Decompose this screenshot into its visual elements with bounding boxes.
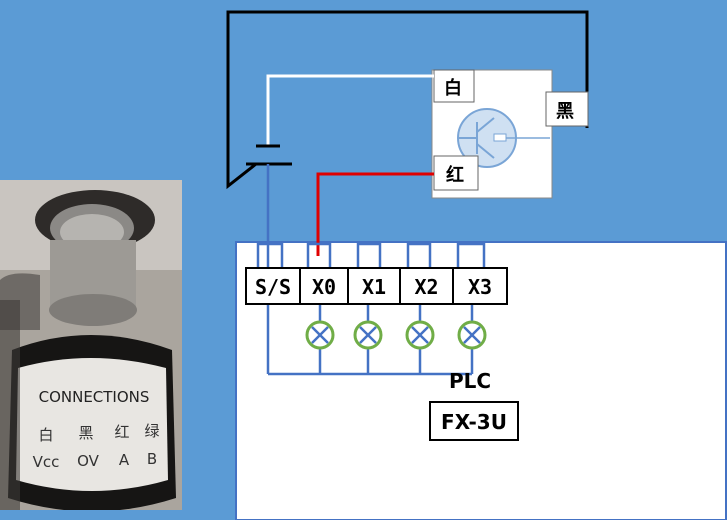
plc-model-box	[429, 401, 519, 441]
wire-white	[266, 74, 434, 146]
encoder-label-signal-4: B	[147, 450, 157, 468]
encoder-label-signal-1: Vcc	[33, 453, 60, 471]
wire-red	[316, 172, 434, 256]
encoder-label-color-4: 绿	[144, 422, 159, 440]
transistor-emitter	[476, 143, 495, 159]
white-wire-label-box	[433, 69, 475, 103]
plc-name: PLC	[449, 369, 491, 393]
encoder-label-signal-3: A	[119, 451, 130, 469]
plc-model: FX-3U	[441, 410, 507, 434]
encoder-label-color-2: 黑	[78, 424, 93, 442]
lamp-3	[457, 320, 487, 350]
lamp-0	[305, 320, 335, 350]
lamp-1	[353, 320, 383, 350]
encoder-label-title: CONNECTIONS	[39, 388, 150, 406]
white-wire-label: 白	[444, 77, 462, 99]
transistor-collector	[476, 117, 495, 133]
encoder-label-color-1: 白	[38, 426, 53, 444]
terminal-label-4: X3	[468, 275, 492, 299]
terminal-label-1: X0	[312, 275, 336, 299]
terminal-box-4	[452, 267, 508, 305]
black-wire-label: 黑	[556, 101, 574, 122]
terminal-label-2: X1	[362, 275, 386, 299]
wire-black	[226, 10, 589, 190]
encoder-illustration: CONNECTIONS 白 黑 红 绿 Vcc OV A B	[0, 180, 182, 510]
red-wire-label: 红	[446, 164, 464, 186]
red-wire-label-box	[433, 155, 479, 191]
encoder-label-color-3: 红	[114, 423, 129, 441]
terminal-label-0: S/S	[255, 275, 291, 299]
lamp-2	[405, 320, 435, 350]
indicator-lamps	[305, 320, 487, 350]
plc-terminal-strip: S/S X0 X1 X2 X3	[245, 267, 508, 305]
encoder-label-signal-2: OV	[77, 452, 100, 470]
encoder-photo: CONNECTIONS 白 黑 红 绿 Vcc OV A B	[0, 180, 182, 510]
terminal-label-3: X2	[414, 275, 438, 299]
resistor-symbol	[493, 133, 507, 142]
terminal-box-3	[399, 267, 454, 305]
black-wire-label-box	[545, 91, 589, 127]
